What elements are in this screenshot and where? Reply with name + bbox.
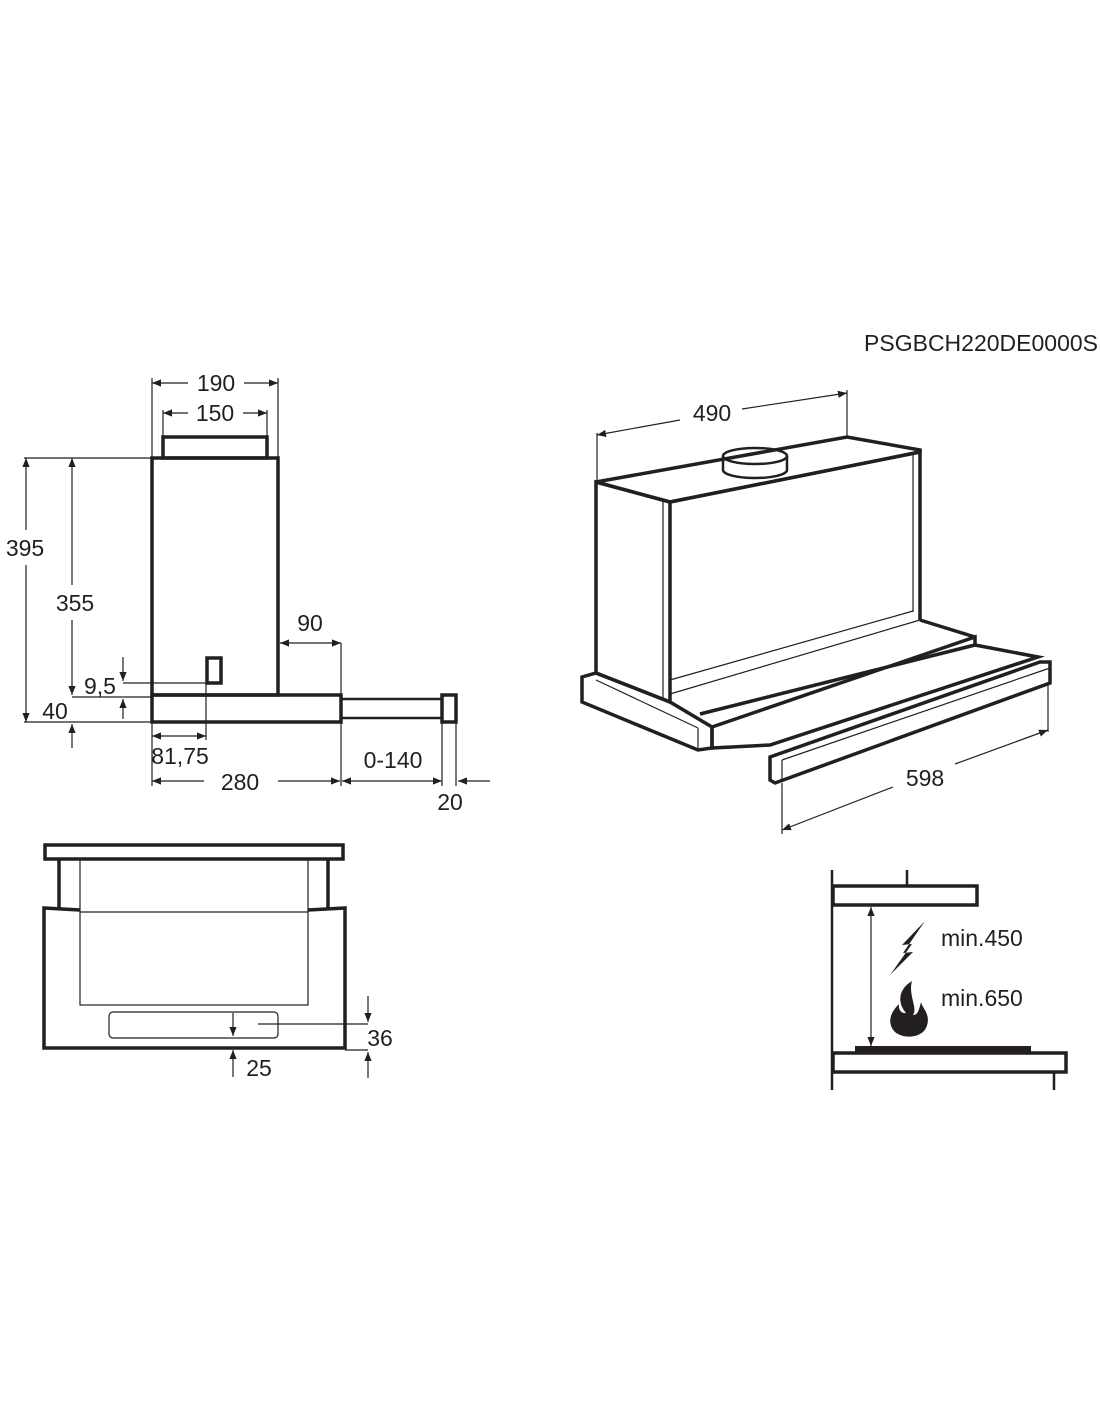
side-view: 190 150 395 355 9,5 bbox=[6, 370, 490, 815]
dim-label: 9,5 bbox=[84, 673, 116, 699]
dim-label: 90 bbox=[297, 610, 323, 636]
extension-rail bbox=[339, 697, 444, 720]
front-trim bbox=[440, 693, 458, 724]
duct-outlet bbox=[161, 435, 269, 460]
dim-label: 490 bbox=[693, 400, 731, 426]
front-view: 25 36 bbox=[42, 843, 393, 1081]
hood-side bbox=[594, 479, 672, 705]
model-code: PSGBCH220DE0000S bbox=[864, 330, 1098, 356]
gas-clearance-label: min.650 bbox=[941, 985, 1023, 1011]
electric-clearance-label: min.450 bbox=[941, 925, 1023, 951]
control-knob bbox=[205, 656, 223, 685]
dim-598: 598 bbox=[781, 683, 1049, 834]
control-panel bbox=[108, 1011, 279, 1039]
dim-label: 280 bbox=[221, 769, 259, 795]
dim-9-5: 9,5 bbox=[84, 657, 207, 699]
hood-body-front bbox=[42, 906, 347, 1050]
dim-label: 36 bbox=[367, 1025, 393, 1051]
perspective-view: 490 598 bbox=[580, 390, 1052, 834]
dim-label: 190 bbox=[197, 370, 235, 396]
dim-490: 490 bbox=[596, 390, 848, 482]
tray-front-bar bbox=[768, 660, 1052, 785]
inner-chimney bbox=[79, 858, 309, 1006]
dim-label: 150 bbox=[196, 400, 234, 426]
top-plate bbox=[43, 843, 345, 861]
dim-40: 40 bbox=[42, 698, 127, 748]
dim-0-140: 0-140 bbox=[342, 722, 443, 786]
dim-label: 598 bbox=[906, 765, 944, 791]
dim-label: 81,75 bbox=[151, 743, 209, 769]
dim-label: 40 bbox=[42, 698, 68, 724]
hood-top bbox=[595, 435, 922, 504]
hood-base bbox=[150, 693, 343, 724]
dim-355: 355 bbox=[56, 458, 152, 698]
dim-36: 36 bbox=[258, 996, 393, 1078]
installation-clearance: min.450 min.650 bbox=[830, 870, 1068, 1090]
dim-150: 150 bbox=[162, 400, 268, 437]
countertop bbox=[831, 1051, 1068, 1074]
dim-90: 90 bbox=[280, 610, 342, 695]
hob-burner bbox=[855, 1046, 1031, 1053]
dim-81-75: 81,75 bbox=[151, 683, 209, 769]
dim-label: 25 bbox=[246, 1055, 272, 1081]
dim-395: 395 bbox=[6, 457, 152, 723]
dim-label: 355 bbox=[56, 590, 94, 616]
dim-label: 0-140 bbox=[364, 747, 423, 773]
dim-280: 280 bbox=[151, 722, 342, 795]
dim-20: 20 bbox=[437, 722, 490, 815]
hood-base bbox=[580, 671, 714, 752]
duct-collar bbox=[721, 446, 789, 480]
dim-190: 190 bbox=[151, 370, 279, 458]
flame-icon bbox=[890, 981, 928, 1037]
dim-label: 395 bbox=[6, 535, 44, 561]
dim-25: 25 bbox=[229, 1013, 272, 1081]
lightning-icon bbox=[890, 921, 925, 975]
dim-label: 20 bbox=[437, 789, 463, 815]
hood-outline bbox=[831, 884, 979, 907]
